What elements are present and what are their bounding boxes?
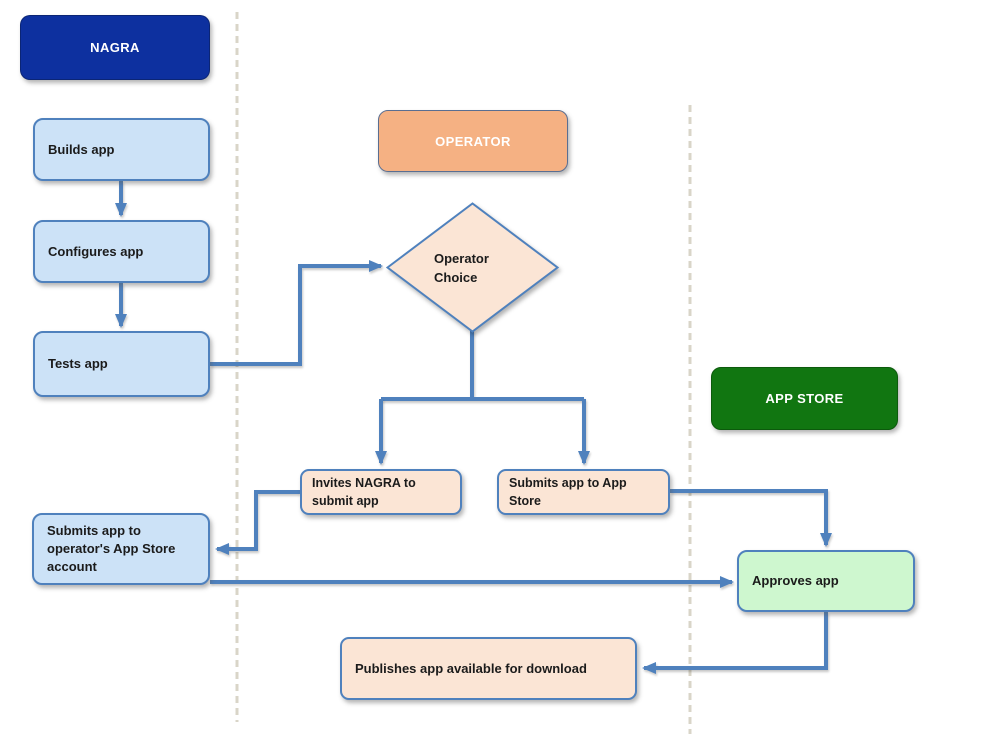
node-configures-app: Configures app bbox=[33, 220, 210, 283]
operator-choice-label: Operator Choice bbox=[434, 250, 489, 285]
lane-header-operator: OPERATOR bbox=[378, 110, 568, 172]
node-invites-nagra: Invites NAGRA to submit app bbox=[300, 469, 462, 515]
node-tests-app: Tests app bbox=[33, 331, 210, 397]
node-submits-operator-account: Submits app to operator's App Store acco… bbox=[32, 513, 210, 585]
edge-submits-to-approves bbox=[670, 489, 832, 547]
node-approves-app: Approves app bbox=[737, 550, 915, 612]
edge-invites-to-account bbox=[215, 490, 300, 555]
lane-header-app-store: APP STORE bbox=[711, 367, 898, 430]
edge-tests-to-choice bbox=[210, 260, 383, 366]
node-operator-choice: Operator Choice bbox=[388, 204, 558, 331]
edge-approves-to-publishes bbox=[642, 612, 828, 674]
operator-choice-diamond bbox=[385, 202, 560, 333]
lane-header-nagra: NAGRA bbox=[20, 15, 210, 80]
node-builds-app: Builds app bbox=[33, 118, 210, 181]
node-submits-app-store: Submits app to App Store bbox=[497, 469, 670, 515]
node-publishes-app: Publishes app available for download bbox=[340, 637, 637, 700]
edge-choice-stem bbox=[381, 330, 584, 401]
